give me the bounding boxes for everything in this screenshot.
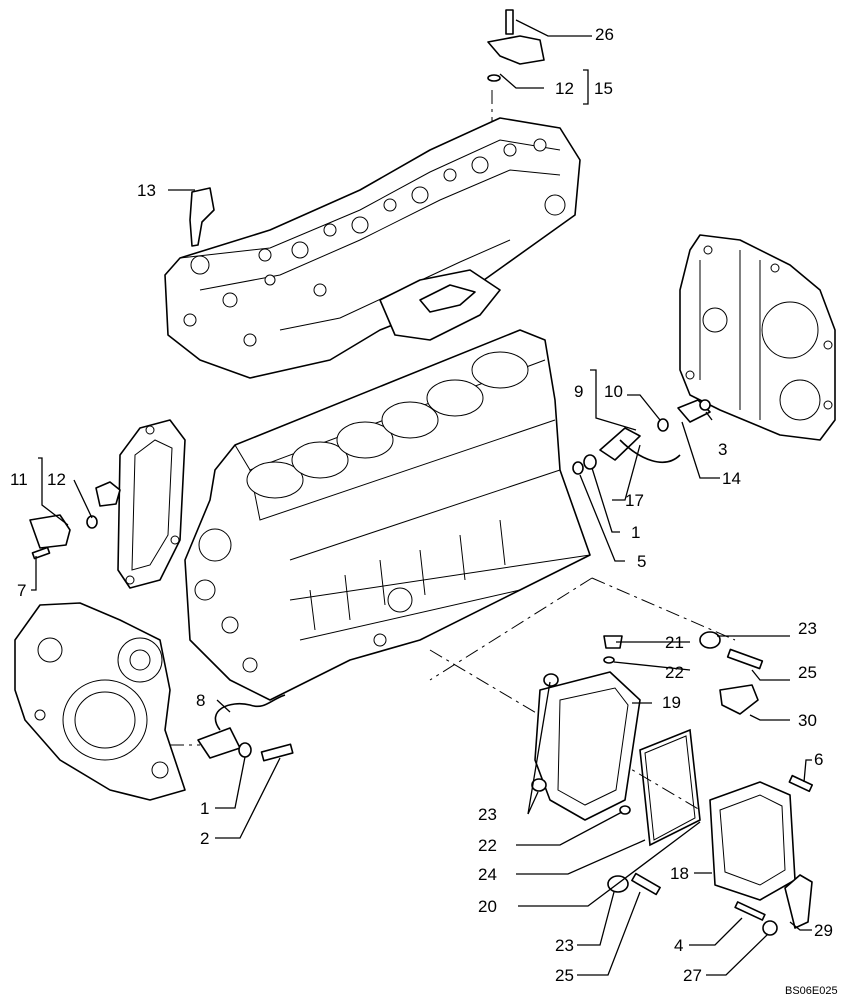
callout-29: 29 <box>814 921 833 940</box>
callout-5: 5 <box>637 552 646 571</box>
callout-12: 12 <box>47 470 66 489</box>
callout-2: 2 <box>200 829 209 848</box>
callout-10: 10 <box>604 382 623 401</box>
leader-lines <box>31 19 812 976</box>
callout-6: 6 <box>814 750 823 769</box>
callout-8: 8 <box>196 691 205 710</box>
callout-7: 7 <box>17 581 26 600</box>
callout-30: 30 <box>798 711 817 730</box>
callout-21: 21 <box>665 633 684 652</box>
callout-13: 13 <box>137 181 156 200</box>
callout-12: 12 <box>555 79 574 98</box>
callout-25: 25 <box>555 966 574 985</box>
callout-24: 24 <box>478 865 497 884</box>
callout-22: 22 <box>665 663 684 682</box>
front-cover <box>14 602 186 801</box>
oil-cooler-cover <box>95 419 186 589</box>
callout-25: 25 <box>798 663 817 682</box>
callout-18: 18 <box>670 864 689 883</box>
callout-27: 27 <box>683 966 702 985</box>
callout-15: 15 <box>594 79 613 98</box>
callout-23: 23 <box>798 619 817 638</box>
callout-4: 4 <box>674 936 683 955</box>
callout-26: 26 <box>595 25 614 44</box>
callout-23: 23 <box>478 805 497 824</box>
callout-1: 1 <box>631 523 640 542</box>
callout-17: 17 <box>625 491 644 510</box>
callout-22: 22 <box>478 836 497 855</box>
drawing-code: BS06E025 <box>785 985 838 997</box>
callout-9: 9 <box>574 382 583 401</box>
timing-cover <box>679 234 836 441</box>
callout-3: 3 <box>718 440 727 459</box>
callout-11: 11 <box>10 470 28 489</box>
callout-14: 14 <box>722 469 741 488</box>
callout-20: 20 <box>478 897 497 916</box>
cylinder-head <box>164 117 581 379</box>
callout-1: 1 <box>200 799 209 818</box>
engine-block <box>184 329 591 701</box>
callout-19: 19 <box>662 693 681 712</box>
callout-23: 23 <box>555 936 574 955</box>
small-parts <box>29 9 814 936</box>
callout-labels: 26 12 15 13 9 10 3 14 17 1 5 11 12 7 8 1… <box>10 25 833 985</box>
